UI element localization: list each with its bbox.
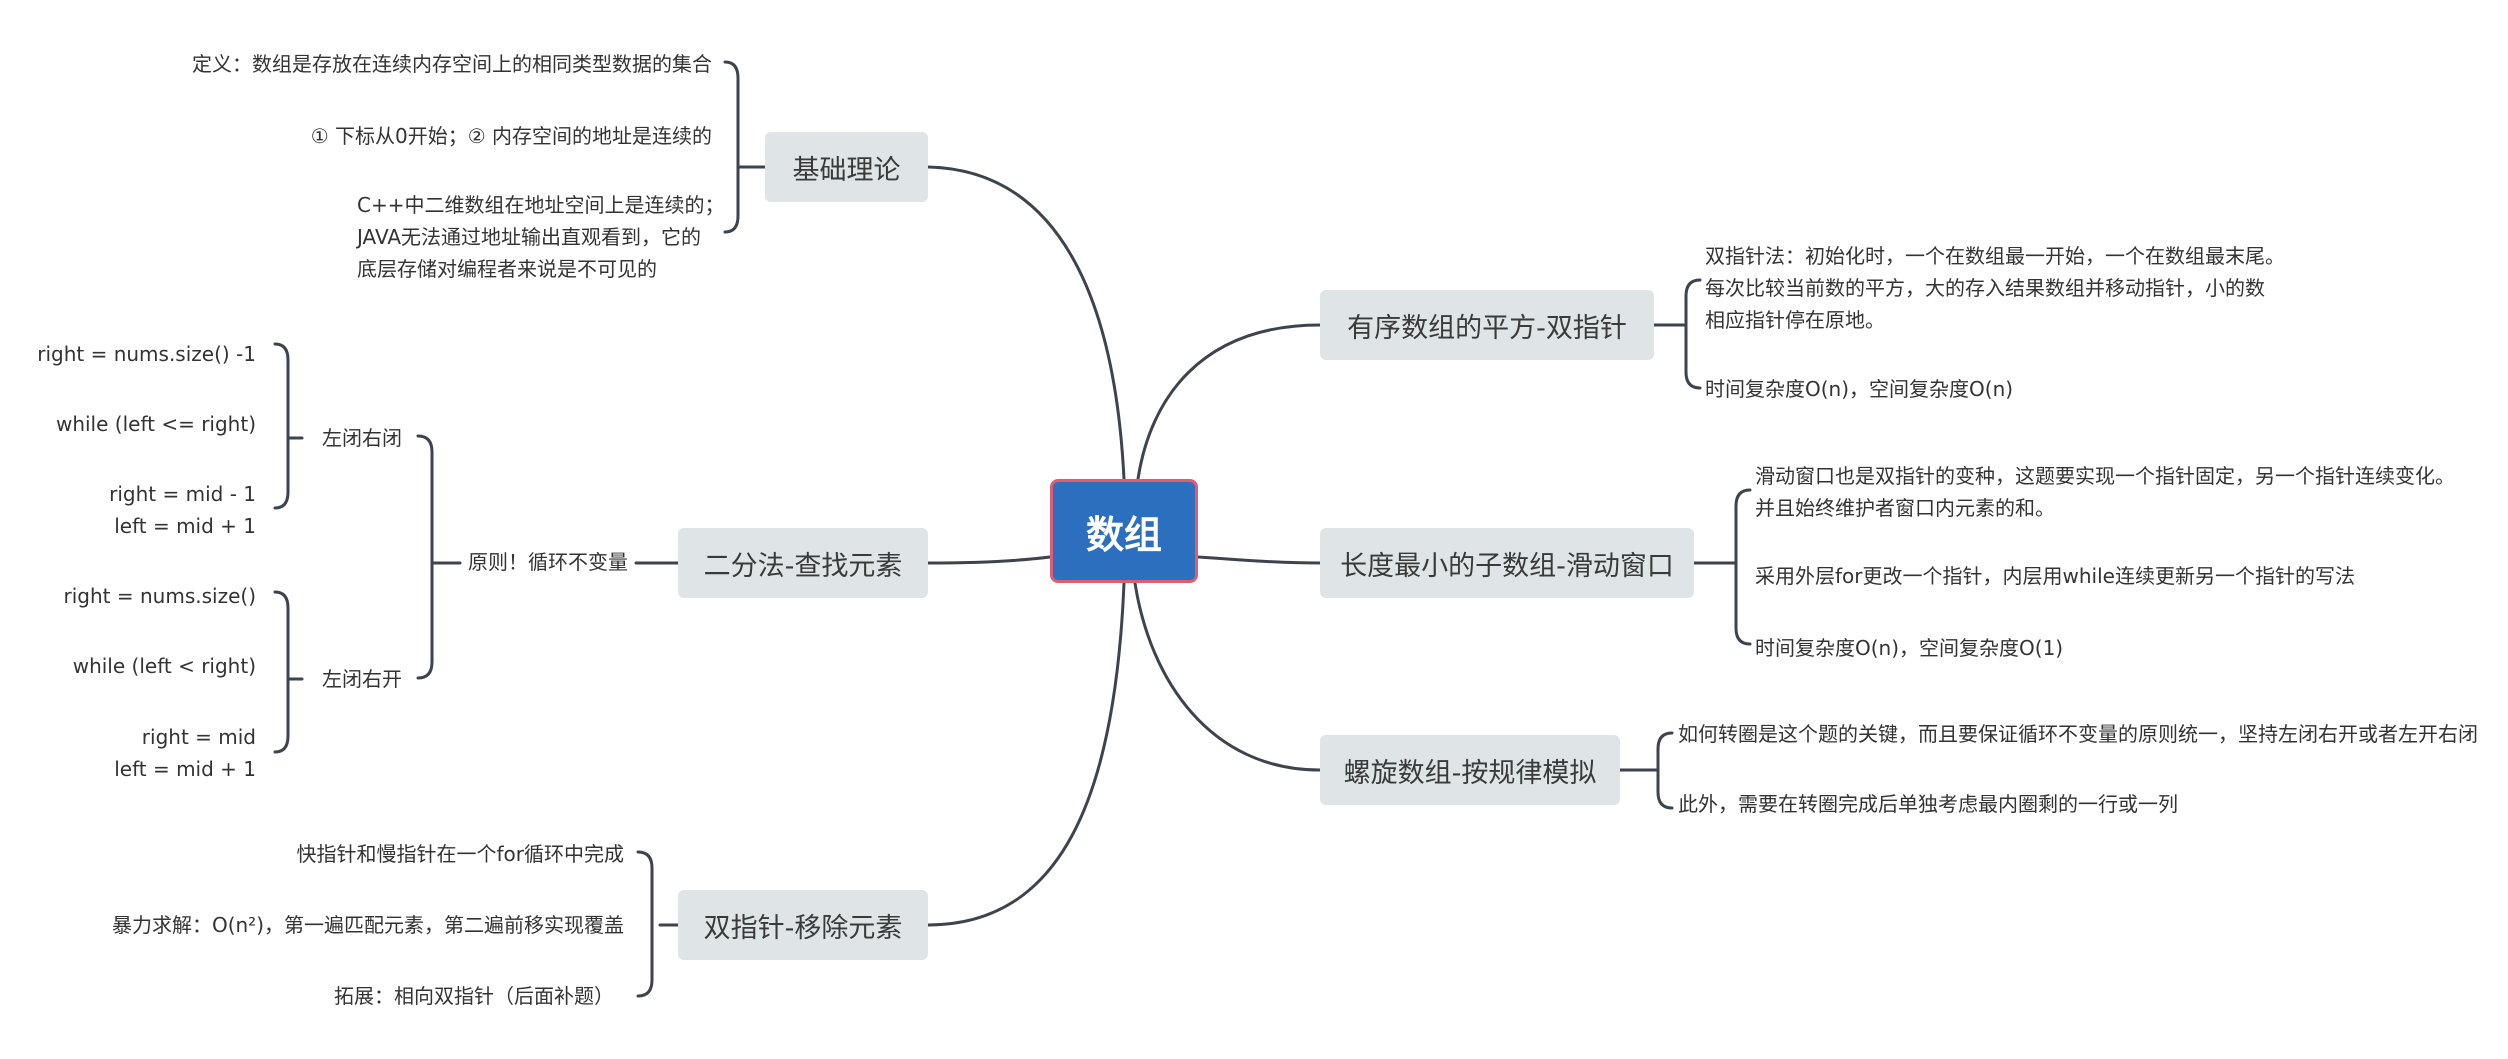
- link-basic: [926, 165, 1126, 481]
- open-update-right: right = mid: [141, 725, 256, 749]
- bracket-open: [273, 590, 290, 754]
- open-update-left: left = mid + 1: [114, 757, 256, 781]
- squares-note-line: 双指针法：初始化时，一个在数组最一开始，一个在数组最末尾。: [1705, 244, 2285, 268]
- window-method[interactable]: 采用外层for更改一个指针，内层用while连续更新另一个指针的写法: [1755, 564, 2355, 588]
- bracket-squares: [1684, 278, 1702, 390]
- spiral-key-insight[interactable]: 如何转圈是这个题的关键，而且要保证循环不变量的原则统一，坚持左闭右开或者左开右闭: [1678, 722, 2478, 746]
- topic-spiral-matrix[interactable]: 螺旋数组-按规律模拟: [1320, 735, 1620, 805]
- window-note-line: 滑动窗口也是双指针的变种，这题要实现一个指针固定，另一个指针连续变化。: [1755, 464, 2455, 488]
- closed-update-left: left = mid + 1: [114, 514, 256, 538]
- binary-open-interval[interactable]: 左闭右开: [322, 667, 402, 691]
- link-squares: [1136, 323, 1322, 481]
- topic-binary-search[interactable]: 二分法-查找元素: [678, 528, 928, 598]
- bracket-basic: [723, 60, 740, 234]
- bracket-remove: [636, 850, 654, 998]
- remove-extension[interactable]: 拓展：相向双指针（后面补题）: [334, 984, 614, 1008]
- basic-note-line: C++中二维数组在地址空间上是连续的；: [357, 193, 725, 217]
- basic-memory-note[interactable]: C++中二维数组在地址空间上是连续的； JAVA无法通过地址输出直观看到，它的 …: [357, 189, 724, 285]
- topic-remove-element[interactable]: 双指针-移除元素: [678, 890, 928, 960]
- open-loop[interactable]: while (left < right): [72, 654, 256, 678]
- closed-loop[interactable]: while (left <= right): [55, 412, 256, 436]
- basic-definition[interactable]: 定义：数组是存放在连续内存空间上的相同类型数据的集合: [192, 52, 712, 76]
- window-complexity[interactable]: 时间复杂度O(n)，空间复杂度O(1): [1755, 636, 2064, 660]
- spiral-inner-ring[interactable]: 此外，需要在转圈完成后单独考虑最内圈剩的一行或一列: [1678, 792, 2178, 816]
- squares-method-note[interactable]: 双指针法：初始化时，一个在数组最一开始，一个在数组最末尾。 每次比较当前数的平方…: [1705, 240, 2285, 336]
- topic-basic-theory[interactable]: 基础理论: [765, 132, 928, 202]
- closed-update[interactable]: right = mid - 1 left = mid + 1: [109, 478, 256, 542]
- bracket-spiral: [1656, 731, 1674, 810]
- link-spiral: [1133, 581, 1322, 772]
- basic-note-line: JAVA无法通过地址输出直观看到，它的: [357, 225, 702, 249]
- closed-update-right: right = mid - 1: [109, 482, 256, 506]
- squares-complexity[interactable]: 时间复杂度O(n)，空间复杂度O(n): [1705, 377, 2014, 401]
- window-concept-note[interactable]: 滑动窗口也是双指针的变种，这题要实现一个指针固定，另一个指针连续变化。 并且始终…: [1755, 460, 2455, 524]
- squares-note-line: 每次比较当前数的平方，大的存入结果数组并移动指针，小的数: [1705, 276, 2265, 300]
- bracket-binary: [416, 434, 434, 680]
- remove-brute-force[interactable]: 暴力求解：O(n²)，第一遍匹配元素，第二遍前移实现覆盖: [111, 913, 624, 937]
- open-init[interactable]: right = nums.size(): [63, 584, 256, 608]
- closed-init[interactable]: right = nums.size() -1: [37, 342, 256, 366]
- window-note-line: 并且始终维护者窗口内元素的和。: [1755, 496, 2055, 520]
- topic-sorted-squares[interactable]: 有序数组的平方-双指针: [1320, 290, 1654, 360]
- basic-note-line: 底层存储对编程者来说是不可见的: [357, 257, 657, 281]
- root-topic[interactable]: 数组: [1050, 479, 1198, 583]
- basic-properties[interactable]: ① 下标从0开始；② 内存空间的地址是连续的: [310, 124, 712, 148]
- binary-principle[interactable]: 原则！循环不变量: [468, 550, 628, 574]
- link-window: [1196, 555, 1322, 565]
- bracket-closed: [273, 342, 290, 510]
- topic-min-subarray[interactable]: 长度最小的子数组-滑动窗口: [1320, 528, 1694, 598]
- link-binary: [926, 555, 1052, 565]
- bracket-window: [1734, 488, 1752, 646]
- link-remove: [926, 581, 1126, 927]
- open-update[interactable]: right = mid left = mid + 1: [114, 721, 256, 785]
- squares-note-line: 相应指针停在原地。: [1705, 308, 1885, 332]
- binary-closed-interval[interactable]: 左闭右闭: [322, 426, 402, 450]
- remove-fast-slow[interactable]: 快指针和慢指针在一个for循环中完成: [296, 842, 625, 866]
